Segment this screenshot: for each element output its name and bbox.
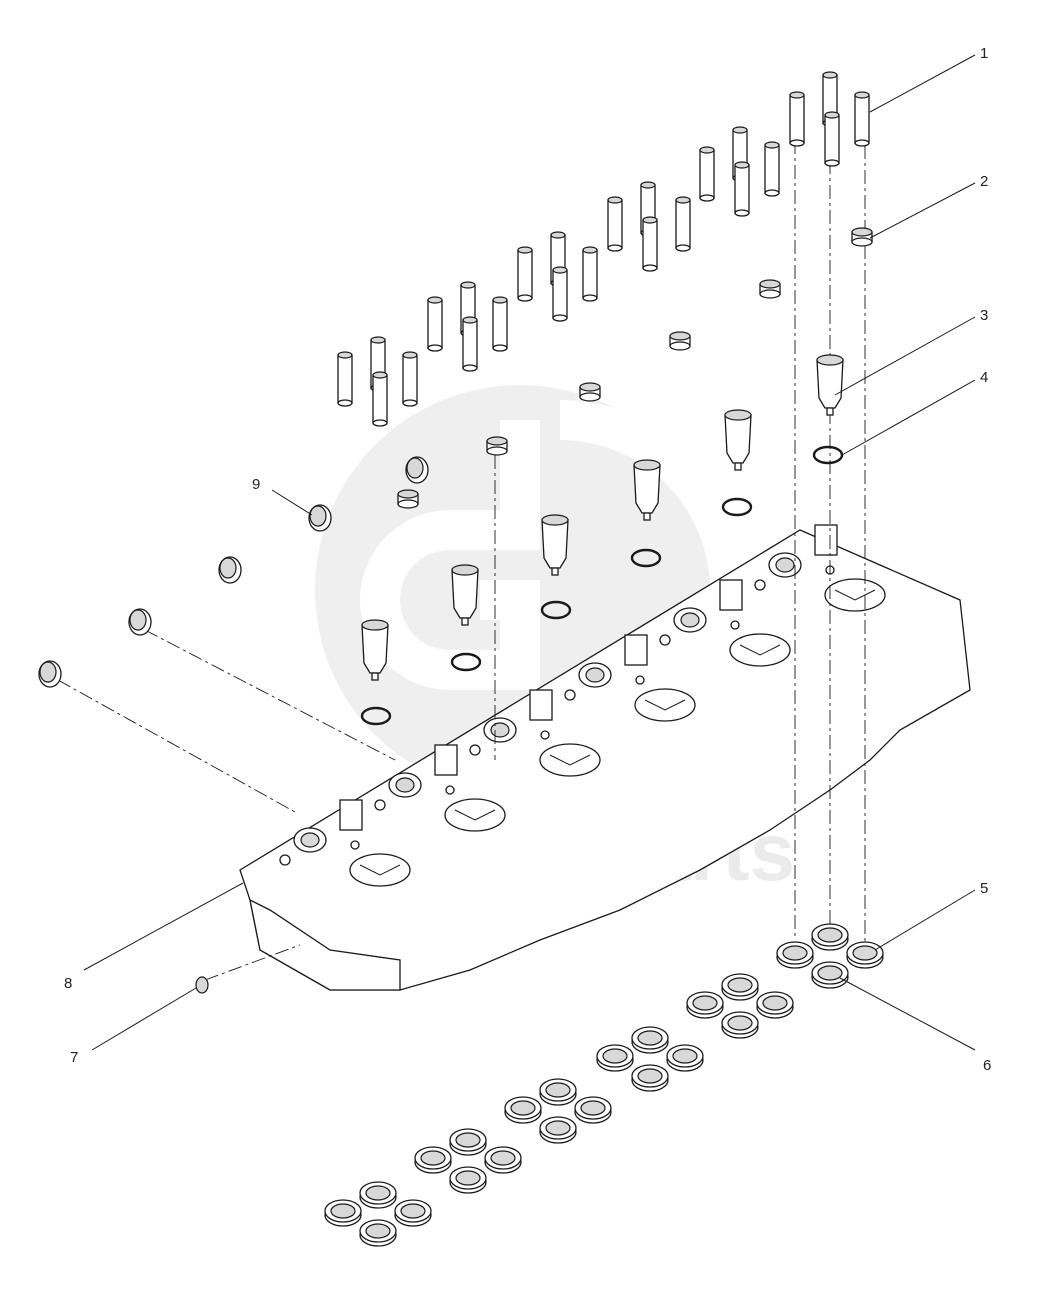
push-rod-tube[interactable] bbox=[427, 296, 443, 352]
injector-sleeve[interactable] bbox=[633, 459, 661, 521]
o-ring[interactable] bbox=[450, 652, 482, 672]
callouts: 1 2 3 4 5 6 7 8 9 bbox=[64, 45, 991, 1074]
push-rod-tube[interactable] bbox=[517, 246, 533, 302]
tube-seal[interactable] bbox=[579, 382, 601, 402]
callout-6[interactable]: 6 bbox=[983, 1057, 991, 1074]
valve-seat-insert[interactable] bbox=[811, 961, 849, 989]
tube-seal[interactable] bbox=[486, 436, 508, 456]
o-ring[interactable] bbox=[721, 497, 753, 517]
callout-3[interactable]: 3 bbox=[980, 307, 988, 324]
valve-seat-insert[interactable] bbox=[631, 1026, 669, 1054]
injector-sleeve[interactable] bbox=[816, 354, 844, 416]
push-rod-tube[interactable] bbox=[372, 371, 388, 427]
valve-seat-insert[interactable] bbox=[504, 1096, 542, 1124]
push-rod-tube[interactable] bbox=[764, 141, 780, 197]
valve-seat-insert[interactable] bbox=[811, 923, 849, 951]
head-cylinder-bay bbox=[754, 524, 886, 612]
o-ring[interactable] bbox=[360, 706, 392, 726]
valve-seat-insert[interactable] bbox=[414, 1146, 452, 1174]
o-ring[interactable] bbox=[630, 548, 662, 568]
valve-seat-insert[interactable] bbox=[359, 1181, 397, 1209]
cylinder-head[interactable] bbox=[239, 524, 971, 991]
push-rod-tube[interactable] bbox=[854, 91, 870, 147]
valve-seat-insert[interactable] bbox=[484, 1146, 522, 1174]
valve-seat-insert[interactable] bbox=[686, 991, 724, 1019]
push-rod-tube[interactable] bbox=[462, 316, 478, 372]
expansion-plugs[interactable] bbox=[38, 456, 429, 688]
valve-seat-insert[interactable] bbox=[449, 1128, 487, 1156]
injector-sleeve[interactable] bbox=[451, 564, 479, 626]
tube-seal[interactable] bbox=[397, 489, 419, 509]
o-ring[interactable] bbox=[812, 445, 844, 465]
plug-part-7[interactable] bbox=[195, 976, 209, 994]
expansion-plug[interactable] bbox=[128, 608, 152, 636]
valve-seat-insert[interactable] bbox=[596, 1044, 634, 1072]
push-rod-tube[interactable] bbox=[492, 296, 508, 352]
callout-7[interactable]: 7 bbox=[70, 1049, 78, 1066]
valve-seat-insert[interactable] bbox=[721, 973, 759, 1001]
valve-seat-insert[interactable] bbox=[756, 991, 794, 1019]
expansion-plug[interactable] bbox=[38, 660, 62, 688]
valve-seat-insert[interactable] bbox=[449, 1166, 487, 1194]
tube-seals[interactable] bbox=[397, 227, 873, 509]
injector-sleeve[interactable] bbox=[541, 514, 569, 576]
valve-seat-insert[interactable] bbox=[539, 1116, 577, 1144]
callout-5[interactable]: 5 bbox=[980, 880, 988, 897]
push-rod-tube[interactable] bbox=[402, 351, 418, 407]
head-cylinder-bay bbox=[374, 744, 506, 832]
valve-seat-insert[interactable] bbox=[776, 941, 814, 969]
valve-seat-insert[interactable] bbox=[846, 941, 884, 969]
valve-seat-inserts[interactable] bbox=[324, 923, 884, 1247]
push-rod-tube[interactable] bbox=[734, 161, 750, 217]
valve-seat-insert[interactable] bbox=[666, 1044, 704, 1072]
valve-seat-insert[interactable] bbox=[539, 1078, 577, 1106]
valve-seat-insert[interactable] bbox=[394, 1199, 432, 1227]
valve-seat-insert[interactable] bbox=[574, 1096, 612, 1124]
valve-seat-insert[interactable] bbox=[359, 1219, 397, 1247]
tube-seal[interactable] bbox=[669, 331, 691, 351]
callout-4[interactable]: 4 bbox=[980, 369, 988, 386]
push-rod-tubes[interactable] bbox=[337, 71, 870, 427]
push-rod-tube[interactable] bbox=[582, 246, 598, 302]
valve-seat-insert[interactable] bbox=[631, 1064, 669, 1092]
push-rod-tube[interactable] bbox=[789, 91, 805, 147]
push-rod-tube[interactable] bbox=[337, 351, 353, 407]
expansion-plug[interactable] bbox=[405, 456, 429, 484]
head-cylinder-bay bbox=[564, 634, 696, 722]
head-cylinder-bay bbox=[279, 799, 411, 887]
callout-2[interactable]: 2 bbox=[980, 173, 988, 190]
head-cylinder-bay bbox=[659, 579, 791, 667]
push-rod-tube[interactable] bbox=[607, 196, 623, 252]
valve-seat-insert[interactable] bbox=[721, 1011, 759, 1039]
push-rod-tube[interactable] bbox=[642, 216, 658, 272]
valve-seat-insert[interactable] bbox=[324, 1199, 362, 1227]
expansion-plug[interactable] bbox=[218, 556, 242, 584]
tube-seal[interactable] bbox=[851, 227, 873, 247]
callout-8[interactable]: 8 bbox=[64, 975, 72, 992]
push-rod-tube[interactable] bbox=[675, 196, 691, 252]
injector-sleeve[interactable] bbox=[361, 619, 389, 681]
tube-seal[interactable] bbox=[759, 279, 781, 299]
head-cylinder-bay bbox=[469, 689, 601, 777]
push-rod-tube[interactable] bbox=[822, 71, 838, 127]
injector-sleeve[interactable] bbox=[724, 409, 752, 471]
leader-lines bbox=[83, 54, 976, 1051]
expansion-plug[interactable] bbox=[308, 504, 332, 532]
callout-1[interactable]: 1 bbox=[980, 45, 988, 62]
o-ring[interactable] bbox=[540, 600, 572, 620]
callout-9[interactable]: 9 bbox=[252, 476, 260, 493]
injector-sleeves[interactable] bbox=[361, 354, 844, 681]
assembly-lines bbox=[57, 140, 866, 981]
push-rod-tube[interactable] bbox=[699, 146, 715, 202]
push-rod-tube[interactable] bbox=[824, 111, 840, 167]
push-rod-tube[interactable] bbox=[552, 266, 568, 322]
o-rings[interactable] bbox=[360, 445, 844, 726]
